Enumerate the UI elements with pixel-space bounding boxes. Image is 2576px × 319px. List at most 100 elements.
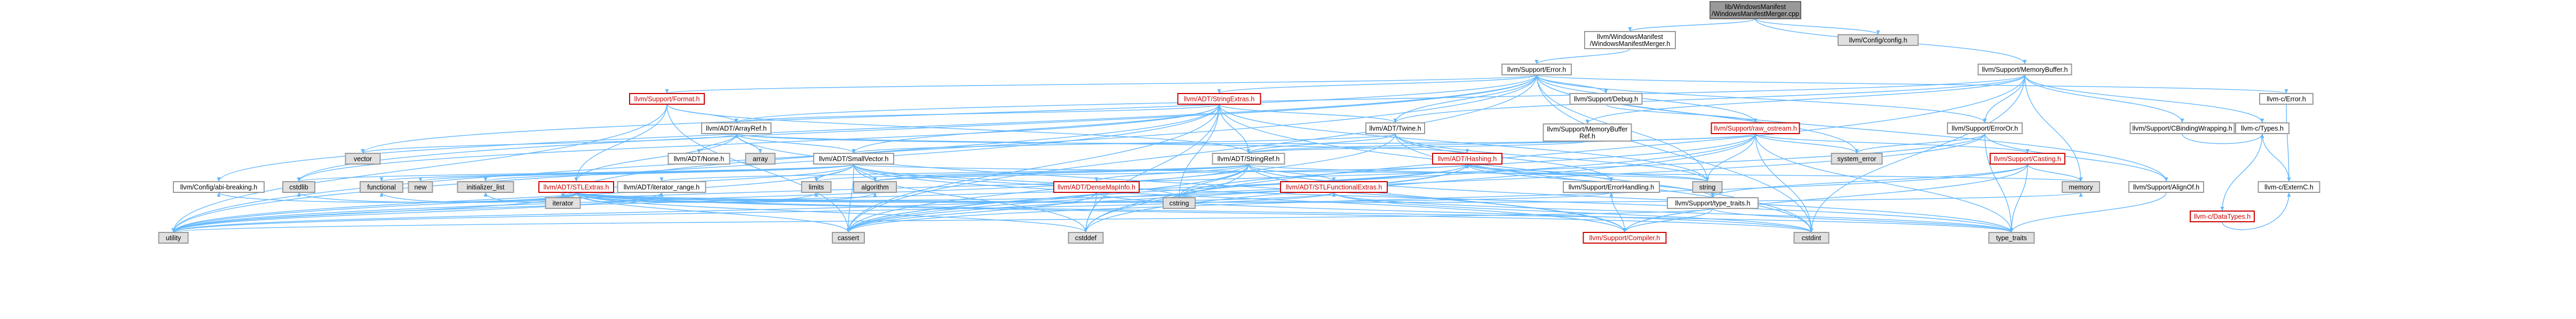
node-box	[1163, 197, 1196, 209]
include-edge-errorOr_h-to-cassert	[848, 133, 1985, 233]
edge-arrowhead	[483, 177, 488, 182]
edge-arrowhead	[1246, 149, 1251, 153]
node-box	[1280, 181, 1388, 193]
node-c-datatypes-h[interactable]: llvm-c/DataTypes.h	[2190, 211, 2255, 222]
node-typetraits-h[interactable]: llvm/Support/type_traits.h	[1667, 197, 1759, 209]
node-stringextras-h[interactable]: llvm/ADT/StringExtras.h	[1177, 93, 1261, 105]
include-edge-membufref_h-to-stringref_h	[1248, 141, 1588, 154]
node-label: lib/WindowsManifest	[1725, 3, 1786, 11]
node-algorithm: algorithm	[853, 181, 897, 193]
node-cstddef: cstddef	[1068, 232, 1104, 244]
include-edge-errorhandling_h-to-compiler_h	[1611, 192, 1625, 233]
edge-arrowhead	[846, 228, 850, 232]
node-label: iterator	[553, 199, 574, 207]
include-edge-typetraits_h-to-utility	[173, 208, 1713, 233]
edge-arrowhead	[2260, 119, 2264, 123]
node-c-externc-h[interactable]: llvm-c/ExternC.h	[2257, 181, 2320, 193]
include-edge-error_h-to-errorOr_h	[1536, 74, 1985, 123]
edge-arrowhead	[1983, 119, 1987, 123]
node-twine-h[interactable]: llvm/ADT/Twine.h	[1365, 122, 1425, 134]
node-error-h[interactable]: llvm/Support/Error.h	[1501, 64, 1572, 75]
node-c-error-h[interactable]: llvm-c/Error.h	[2259, 93, 2313, 105]
edge-arrowhead	[1332, 177, 1336, 182]
edge-arrowhead	[418, 177, 423, 182]
include-edge-stlfunc_h-to-utility	[173, 192, 1334, 233]
node-stlfunc-h[interactable]: llvm/ADT/STLFunctionalExtras.h	[1280, 181, 1388, 193]
edge-arrowhead	[1465, 164, 1469, 168]
node-layer: lib/WindowsManifest/WindowsManifestMerge…	[158, 1, 2320, 244]
node-none-h[interactable]: llvm/ADT/None.h	[667, 153, 730, 165]
include-edge-stringref_h-to-type_traits	[1248, 164, 2012, 233]
include-edge-error_h-to-raw_ostream_h	[1536, 74, 1756, 123]
node-configabi-h[interactable]: llvm/Config/abi-breaking.h	[173, 181, 265, 193]
node-functional: functional	[360, 181, 403, 193]
node-alignof-h[interactable]: llvm/Support/AlignOf.h	[2128, 181, 2204, 193]
node-arrayref-h[interactable]: llvm/ADT/ArrayRef.h	[701, 122, 772, 134]
node-memorybuffer-h[interactable]: llvm/Support/MemoryBuffer.h	[1977, 64, 2072, 75]
edge-arrowhead	[1628, 27, 1632, 32]
node-wmm-h[interactable]: llvm/WindowsManifest/WindowsManifestMerg…	[1584, 31, 1676, 49]
node-label: llvm/ADT/StringRef.h	[1218, 155, 1280, 162]
node-errorhandling-h[interactable]: llvm/Support/ErrorHandling.h	[1563, 181, 1660, 193]
include-edge-format_h-to-cassert	[666, 104, 849, 233]
include-edge-stringref_h-to-stlfunc_h	[1248, 164, 1334, 182]
node-box	[1212, 153, 1285, 165]
include-edge-raw_ostream_h-to-string	[1707, 133, 1756, 182]
node-raw-ostream-h[interactable]: llvm/Support/raw_ostream.h	[1711, 122, 1800, 134]
include-edge-format_h-to-utility	[173, 104, 667, 233]
node-label: llvm/ADT/Twine.h	[1369, 125, 1421, 132]
node-format-h[interactable]: llvm/Support/Format.h	[629, 93, 705, 105]
node-box	[1977, 64, 2072, 75]
edge-arrowhead	[1084, 228, 1088, 232]
node-errorOr-h[interactable]: llvm/Support/ErrorOr.h	[1947, 122, 2023, 134]
edge-arrowhead	[2287, 177, 2291, 182]
node-casting-h[interactable]: llvm/Support/Casting.h	[1990, 153, 2065, 165]
node-label: llvm/Support/Error.h	[1507, 66, 1567, 73]
node-debug-h[interactable]: llvm/Support/Debug.h	[1569, 93, 1643, 105]
node-hashing-h[interactable]: llvm/ADT/Hashing.h	[1432, 153, 1502, 165]
include-edge-stlextras_h-to-iter_range_h	[576, 192, 662, 203]
include-edge-raw_ostream_h-to-cstdint	[1755, 133, 1812, 233]
node-label: cstdlib	[289, 183, 308, 191]
include-edge-memorybuffer_h-to-membufref_h	[1587, 74, 2025, 125]
node-box	[457, 181, 514, 193]
node-c-types-h[interactable]: llvm-c/Types.h	[2235, 122, 2289, 134]
edge-arrowhead	[697, 149, 701, 153]
node-box	[1947, 122, 2023, 134]
include-edge-smallvector_h-to-cstddef	[853, 164, 1086, 233]
include-edge-twine_h-to-string	[1395, 133, 1708, 182]
include-edge-error_h-to-configabi_h	[218, 74, 1537, 182]
node-root[interactable]: lib/WindowsManifest/WindowsManifestMerge…	[1710, 1, 1801, 19]
node-densemapinfo-h[interactable]: llvm/ADT/DenseMapInfo.h	[1053, 181, 1140, 193]
node-box	[2235, 122, 2289, 134]
include-edge-memorybuffer_h-to-cbinding_h	[2024, 74, 2183, 123]
node-iter-range-h[interactable]: llvm/ADT/iterator_range.h	[617, 181, 706, 193]
include-edge-hashing_h-to-cassert	[848, 164, 1468, 233]
node-label: llvm/Support/Compiler.h	[1589, 234, 1660, 242]
node-smallvector-h[interactable]: llvm/ADT/SmallVector.h	[813, 153, 894, 165]
include-edge-arrayref_h-to-smallvector_h	[736, 133, 854, 154]
node-box	[2257, 181, 2320, 193]
node-box	[2128, 181, 2204, 193]
edge-arrowhead	[734, 119, 738, 123]
node-stlextras-h[interactable]: llvm/ADT/STLExtras.h	[538, 181, 614, 193]
node-box	[360, 181, 403, 193]
node-cbinding-h[interactable]: llvm/Support/CBindingWrapping.h	[2129, 122, 2235, 134]
edge-arrowhead	[1535, 60, 1539, 64]
include-edge-raw_ostream_h-to-type_traits	[1755, 133, 2012, 233]
edge-arrowhead	[2079, 177, 2083, 182]
node-label: llvm/ADT/None.h	[674, 155, 725, 162]
edge-arrowhead	[1705, 177, 1710, 182]
include-edge-c_error_h-to-c_externc_h	[2286, 104, 2289, 182]
node-label: cstddef	[1075, 234, 1097, 242]
node-label: llvm/Support/Debug.h	[1574, 95, 1638, 103]
edge-arrowhead	[873, 177, 877, 182]
node-stringref-h[interactable]: llvm/ADT/StringRef.h	[1212, 153, 1285, 165]
node-label: llvm/Support/ErrorOr.h	[1952, 125, 2018, 132]
node-box	[1432, 153, 1502, 165]
include-edge-densemapinfo_h-to-cstddef	[1085, 192, 1097, 233]
include-edge-smallvector_h-to-functional	[381, 164, 854, 182]
node-compiler-h[interactable]: llvm/Support/Compiler.h	[1583, 232, 1667, 244]
include-edge-stringextras_h-to-iterator	[562, 104, 1220, 198]
